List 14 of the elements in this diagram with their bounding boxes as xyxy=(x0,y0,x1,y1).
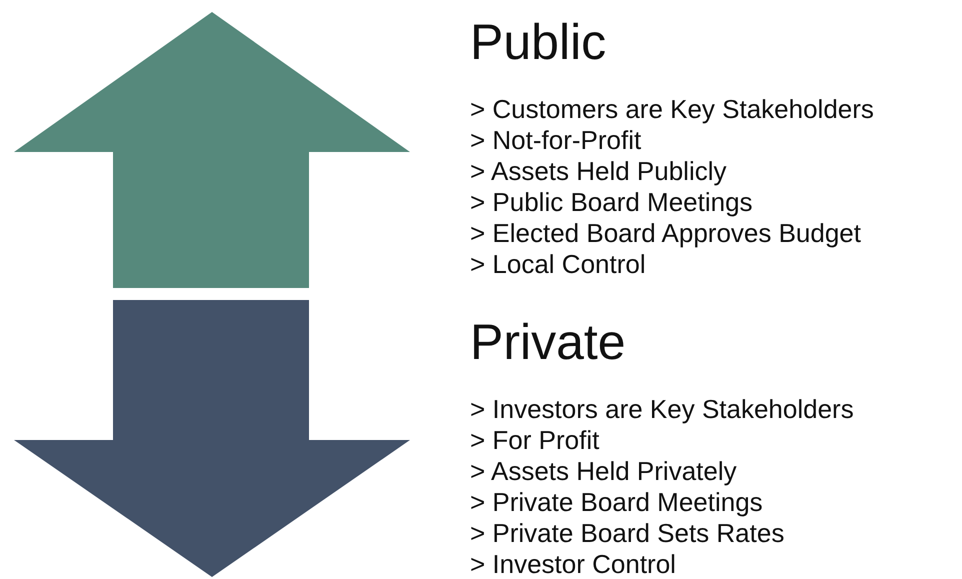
list-item: > For Profit xyxy=(470,425,600,456)
list-item: > Assets Held Privately xyxy=(470,456,737,487)
list-item: > Not-for-Profit xyxy=(470,125,642,156)
section-heading: Private xyxy=(470,314,626,370)
list-item: > Customers are Key Stakeholders xyxy=(470,94,874,125)
list-item: > Assets Held Publicly xyxy=(470,156,727,187)
list-item: > Public Board Meetings xyxy=(470,187,753,218)
list-item: > Elected Board Approves Budget xyxy=(470,218,861,249)
list-item: > Local Control xyxy=(470,249,646,280)
section-heading: Public xyxy=(470,14,606,70)
list-item: > Investor Control xyxy=(470,549,676,579)
list-item: > Private Board Sets Rates xyxy=(470,518,784,549)
list-item: > Private Board Meetings xyxy=(470,487,763,518)
list-item: > Investors are Key Stakeholders xyxy=(470,394,854,425)
